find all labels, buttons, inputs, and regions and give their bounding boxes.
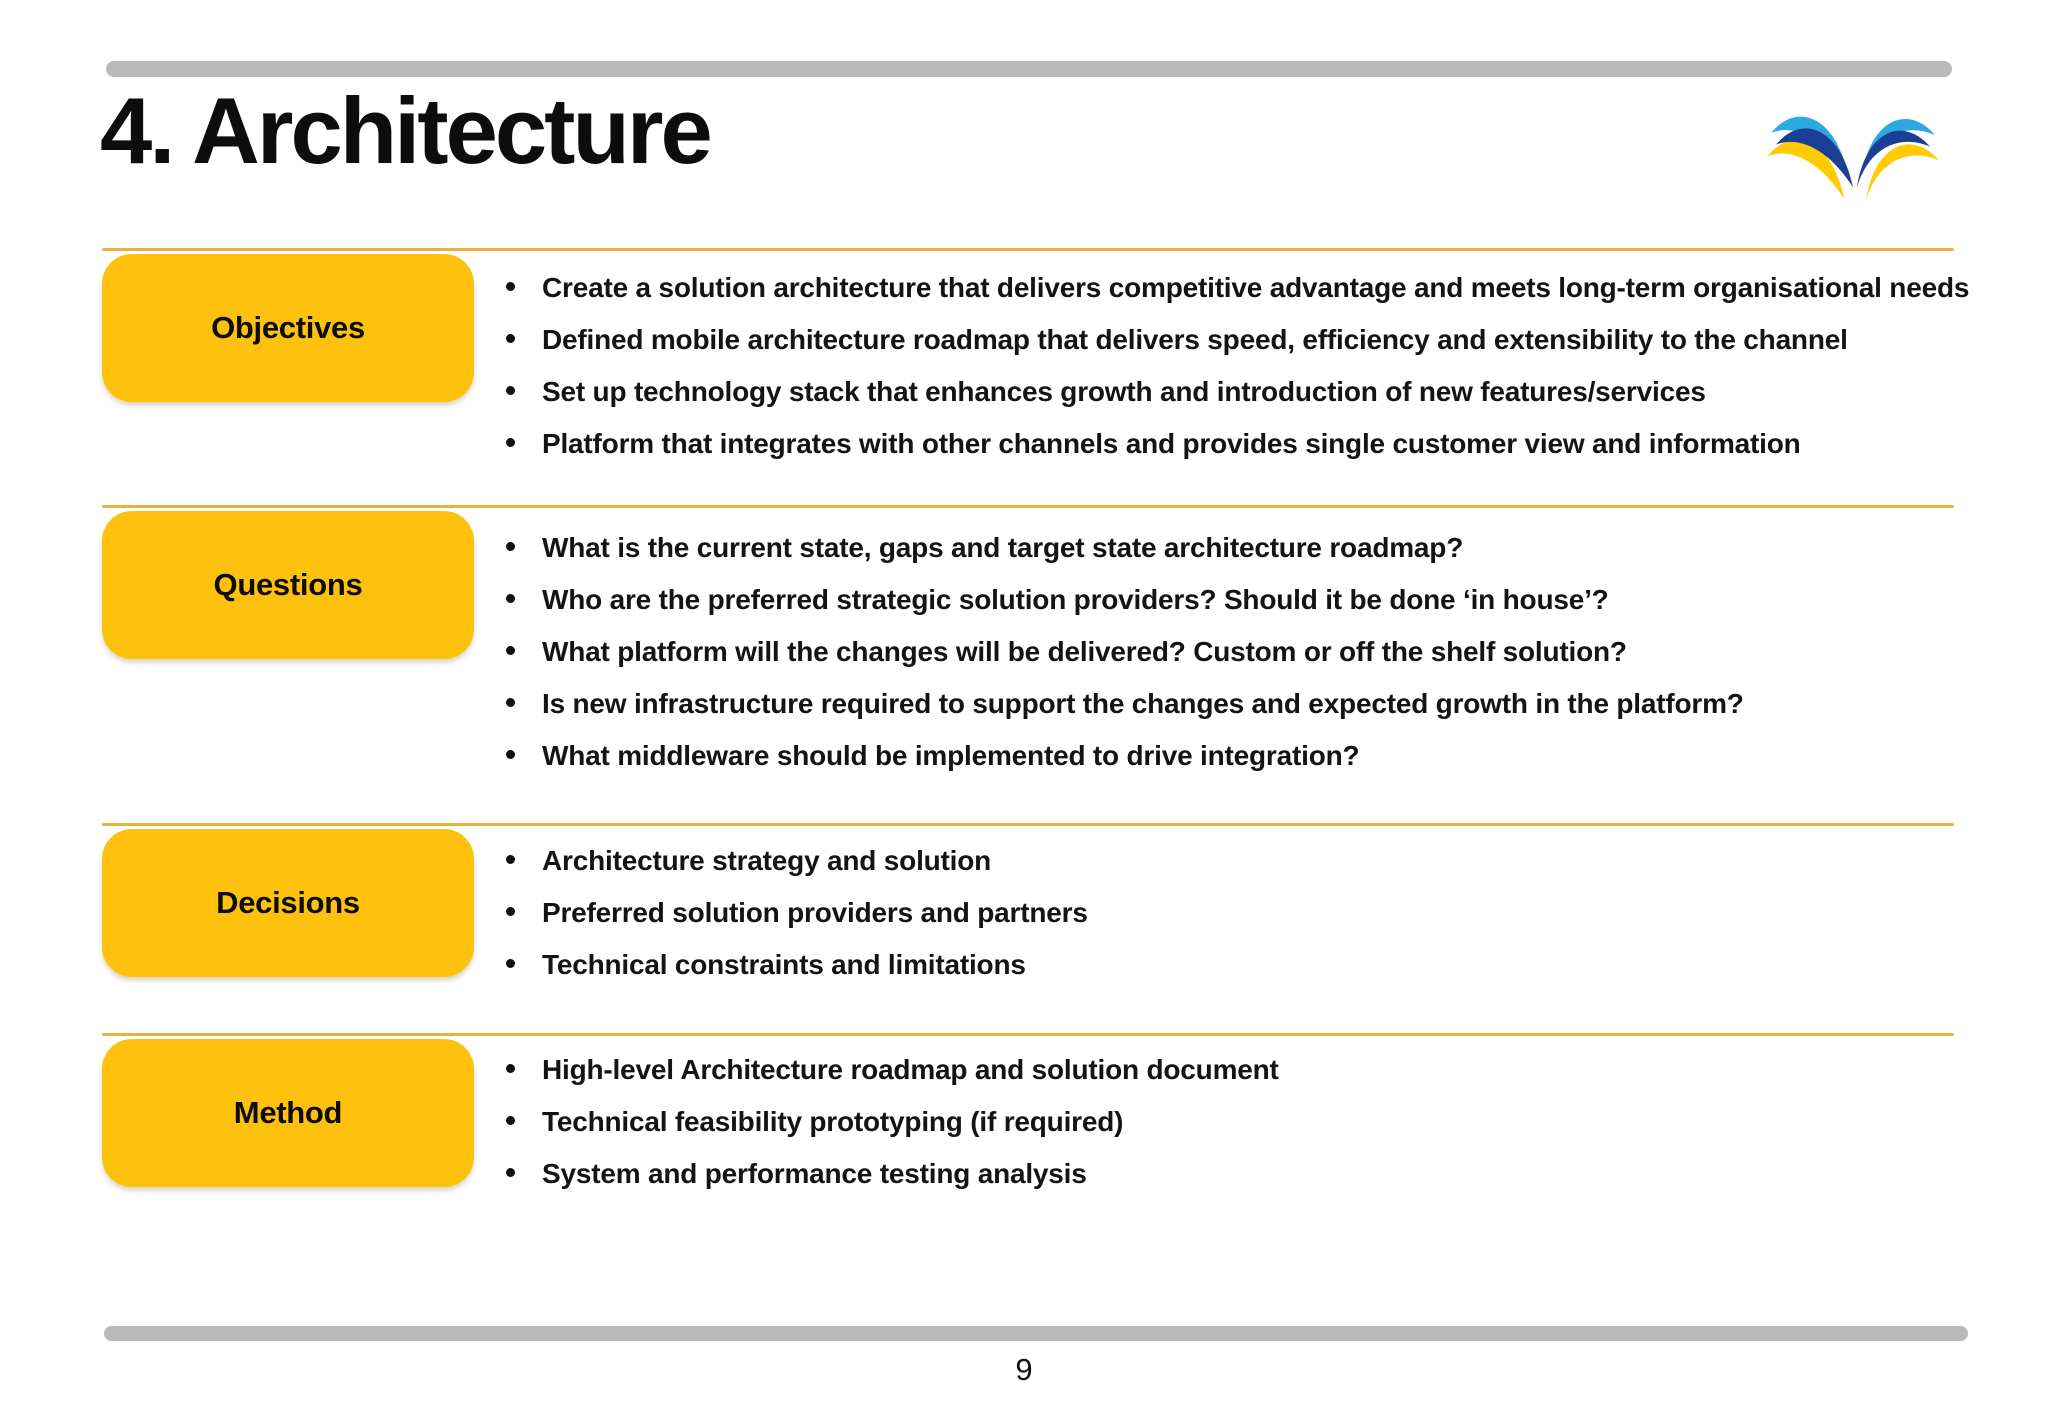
objectives-bullet-list: Create a solution architecture that deli… — [506, 262, 1969, 470]
list-item: Architecture strategy and solution — [506, 835, 1088, 887]
list-item: Set up technology stack that enhances gr… — [506, 366, 1969, 418]
bottom-divider-bar — [104, 1326, 1968, 1341]
list-item: Is new infrastructure required to suppor… — [506, 678, 1744, 730]
bullet-icon — [506, 749, 515, 759]
bullet-text: What platform will the changes will be d… — [542, 636, 1627, 667]
section-label-text: Decisions — [216, 885, 360, 920]
bullet-text: Architecture strategy and solution — [542, 845, 992, 876]
list-item: System and performance testing analysis — [506, 1148, 1279, 1200]
section-divider-line — [102, 823, 1954, 826]
section-label-text: Questions — [213, 567, 363, 602]
bullet-text: System and performance testing analysis — [542, 1158, 1087, 1189]
bullet-text: What middleware should be implemented to… — [542, 740, 1360, 771]
bullet-text: Set up technology stack that enhances gr… — [542, 376, 1706, 407]
bullet-icon — [506, 1063, 515, 1073]
bullet-text: What is the current state, gaps and targ… — [542, 532, 1464, 563]
bullet-text: Defined mobile architecture roadmap that… — [542, 324, 1848, 355]
bullet-text: High-level Architecture roadmap and solu… — [542, 1054, 1279, 1085]
method-bullet-list: High-level Architecture roadmap and solu… — [506, 1044, 1279, 1200]
bullet-icon — [506, 1167, 515, 1177]
bullet-icon — [506, 593, 515, 603]
bullet-icon — [506, 645, 515, 655]
questions-bullet-list: What is the current state, gaps and targ… — [506, 522, 1744, 782]
bullet-icon — [506, 541, 515, 551]
list-item: Create a solution architecture that deli… — [506, 262, 1969, 314]
section-label-method: Method — [102, 1039, 474, 1187]
bullet-icon — [506, 1115, 515, 1125]
section-divider-line — [102, 248, 1954, 251]
page-title: 4. Architecture — [100, 78, 713, 183]
section-label-objectives: Objectives — [102, 254, 474, 402]
section-label-text: Method — [233, 1095, 343, 1130]
section-objectives: Objectives Create a solution architectur… — [0, 248, 2048, 504]
section-decisions: Decisions Architecture strategy and solu… — [0, 823, 2048, 1031]
list-item: Who are the preferred strategic solution… — [506, 574, 1744, 626]
section-label-decisions: Decisions — [102, 829, 474, 977]
bullet-text: Create a solution architecture that deli… — [542, 272, 1970, 303]
list-item: Technical feasibility prototyping (if re… — [506, 1096, 1279, 1148]
list-item: What is the current state, gaps and targ… — [506, 522, 1744, 574]
bullet-icon — [506, 854, 515, 864]
company-logo-icon — [1758, 90, 1954, 202]
section-method: Method High-level Architecture roadmap a… — [0, 1033, 2048, 1243]
section-questions: Questions What is the current state, gap… — [0, 505, 2048, 821]
bullet-icon — [506, 437, 515, 447]
list-item: Preferred solution providers and partner… — [506, 887, 1088, 939]
bullet-text: Technical constraints and limitations — [542, 949, 1026, 980]
list-item: What middleware should be implemented to… — [506, 730, 1744, 782]
section-divider-line — [102, 1033, 1954, 1036]
section-label-text: Objectives — [211, 310, 365, 345]
bullet-icon — [506, 958, 515, 968]
bullet-text: Is new infrastructure required to suppor… — [542, 688, 1744, 719]
list-item: What platform will the changes will be d… — [506, 626, 1744, 678]
section-divider-line — [102, 505, 1954, 508]
bullet-icon — [506, 697, 515, 707]
decisions-bullet-list: Architecture strategy and solution Prefe… — [506, 835, 1088, 991]
list-item: Platform that integrates with other chan… — [506, 418, 1969, 470]
list-item: Technical constraints and limitations — [506, 939, 1088, 991]
bullet-text: Preferred solution providers and partner… — [542, 897, 1088, 928]
bullet-icon — [506, 333, 515, 343]
bullet-icon — [506, 906, 515, 916]
bullet-icon — [506, 385, 515, 395]
list-item: Defined mobile architecture roadmap that… — [506, 314, 1969, 366]
bullet-icon — [506, 281, 515, 291]
section-label-questions: Questions — [102, 511, 474, 659]
page-number: 9 — [1015, 1352, 1033, 1387]
bullet-text: Who are the preferred strategic solution… — [542, 584, 1609, 615]
bullet-text: Platform that integrates with other chan… — [542, 428, 1801, 459]
top-divider-bar — [106, 61, 1952, 77]
list-item: High-level Architecture roadmap and solu… — [506, 1044, 1279, 1096]
bullet-text: Technical feasibility prototyping (if re… — [542, 1106, 1124, 1137]
